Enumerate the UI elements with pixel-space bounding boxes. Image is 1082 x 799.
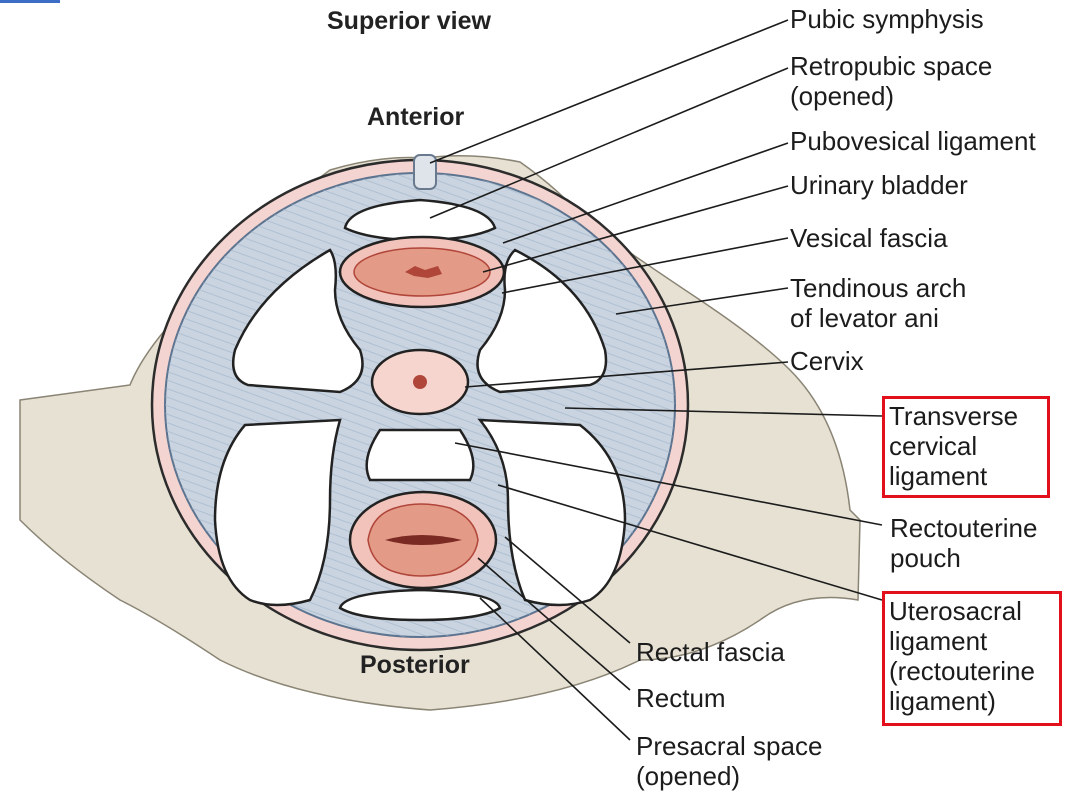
label-line: Transverse — [889, 401, 1019, 431]
label-rectum: Rectum — [636, 683, 726, 713]
label-line: Rectal fascia — [636, 637, 785, 667]
leader-tendinous-arch — [615, 287, 789, 315]
label-pubovesical-ligament: Pubovesical ligament — [790, 126, 1036, 156]
label-line: Vesical fascia — [790, 223, 948, 253]
label-uterosacral-ligament: Uterosacral ligament (rectouterine ligam… — [882, 591, 1062, 726]
leader-urinary-bladder — [482, 185, 789, 273]
rectouterine-pouch — [365, 428, 475, 482]
label-line: Urinary bladder — [790, 170, 968, 200]
corner-tab — [0, 0, 60, 3]
label-line: (opened) — [636, 761, 741, 791]
label-line: ligament) — [889, 686, 996, 716]
label-line: Uterosacral — [889, 596, 1022, 626]
label-line: Rectouterine — [890, 513, 1038, 543]
leader-lines — [429, 19, 883, 741]
label-presacral-space: Presacral space (opened) — [636, 731, 822, 791]
left-posterior-space — [213, 418, 342, 607]
label-pubic-symphysis: Pubic symphysis — [790, 4, 984, 34]
label-line: cervical — [889, 431, 978, 461]
leader-pubic-symphysis — [429, 19, 789, 164]
leader-presacral-space — [479, 597, 631, 741]
label-line: Tendinous arch — [790, 273, 967, 303]
label-line: (rectouterine — [889, 656, 1035, 686]
anterior-heading: Anterior — [367, 103, 465, 131]
label-line: Retropubic space — [790, 51, 993, 81]
bladder-lumen — [405, 266, 442, 278]
label-tendinous-arch: Tendinous arch of levator ani — [790, 273, 966, 333]
leader-rectum — [477, 557, 631, 691]
leader-pubovesical-ligament — [502, 142, 789, 244]
rectum-lumen — [385, 535, 462, 545]
label-line: ligament — [889, 461, 988, 491]
label-vesical-fascia: Vesical fascia — [790, 223, 948, 253]
left-anterior-space — [231, 248, 364, 394]
label-line: Pubovesical ligament — [790, 126, 1036, 156]
leader-cervix — [464, 361, 789, 388]
leader-vesical-fascia — [501, 237, 789, 294]
label-line: Cervix — [790, 346, 864, 376]
label-line: ligament — [889, 626, 988, 656]
presacral-space — [338, 588, 502, 622]
label-line: pouch — [890, 543, 961, 573]
label-line: Rectum — [636, 683, 726, 713]
label-cervix: Cervix — [790, 346, 864, 376]
label-line: (opened) — [790, 81, 895, 111]
label-line: Presacral space — [636, 731, 823, 761]
leader-retropubic-space — [429, 67, 789, 219]
leader-transverse-cervical — [564, 407, 883, 417]
leader-uterosacral — [497, 484, 883, 601]
leader-rectal-fascia — [504, 536, 631, 644]
label-retropubic-space: Retropubic space (opened) — [790, 51, 992, 111]
leader-rectouterine-pouch — [454, 442, 883, 526]
label-rectal-fascia: Rectal fascia — [636, 637, 785, 667]
posterior-heading: Posterior — [360, 651, 470, 679]
label-transverse-cervical-ligament: Transverse cervical ligament — [882, 396, 1050, 498]
label-rectouterine-pouch: Rectouterine pouch — [890, 513, 1037, 573]
cervical-os — [413, 375, 427, 389]
right-posterior-space — [477, 418, 627, 607]
label-line: Pubic symphysis — [790, 4, 984, 34]
label-line: of levator ani — [790, 303, 939, 333]
pubic-symphysis — [413, 154, 437, 190]
view-heading: Superior view — [327, 7, 491, 35]
label-urinary-bladder: Urinary bladder — [790, 170, 968, 200]
